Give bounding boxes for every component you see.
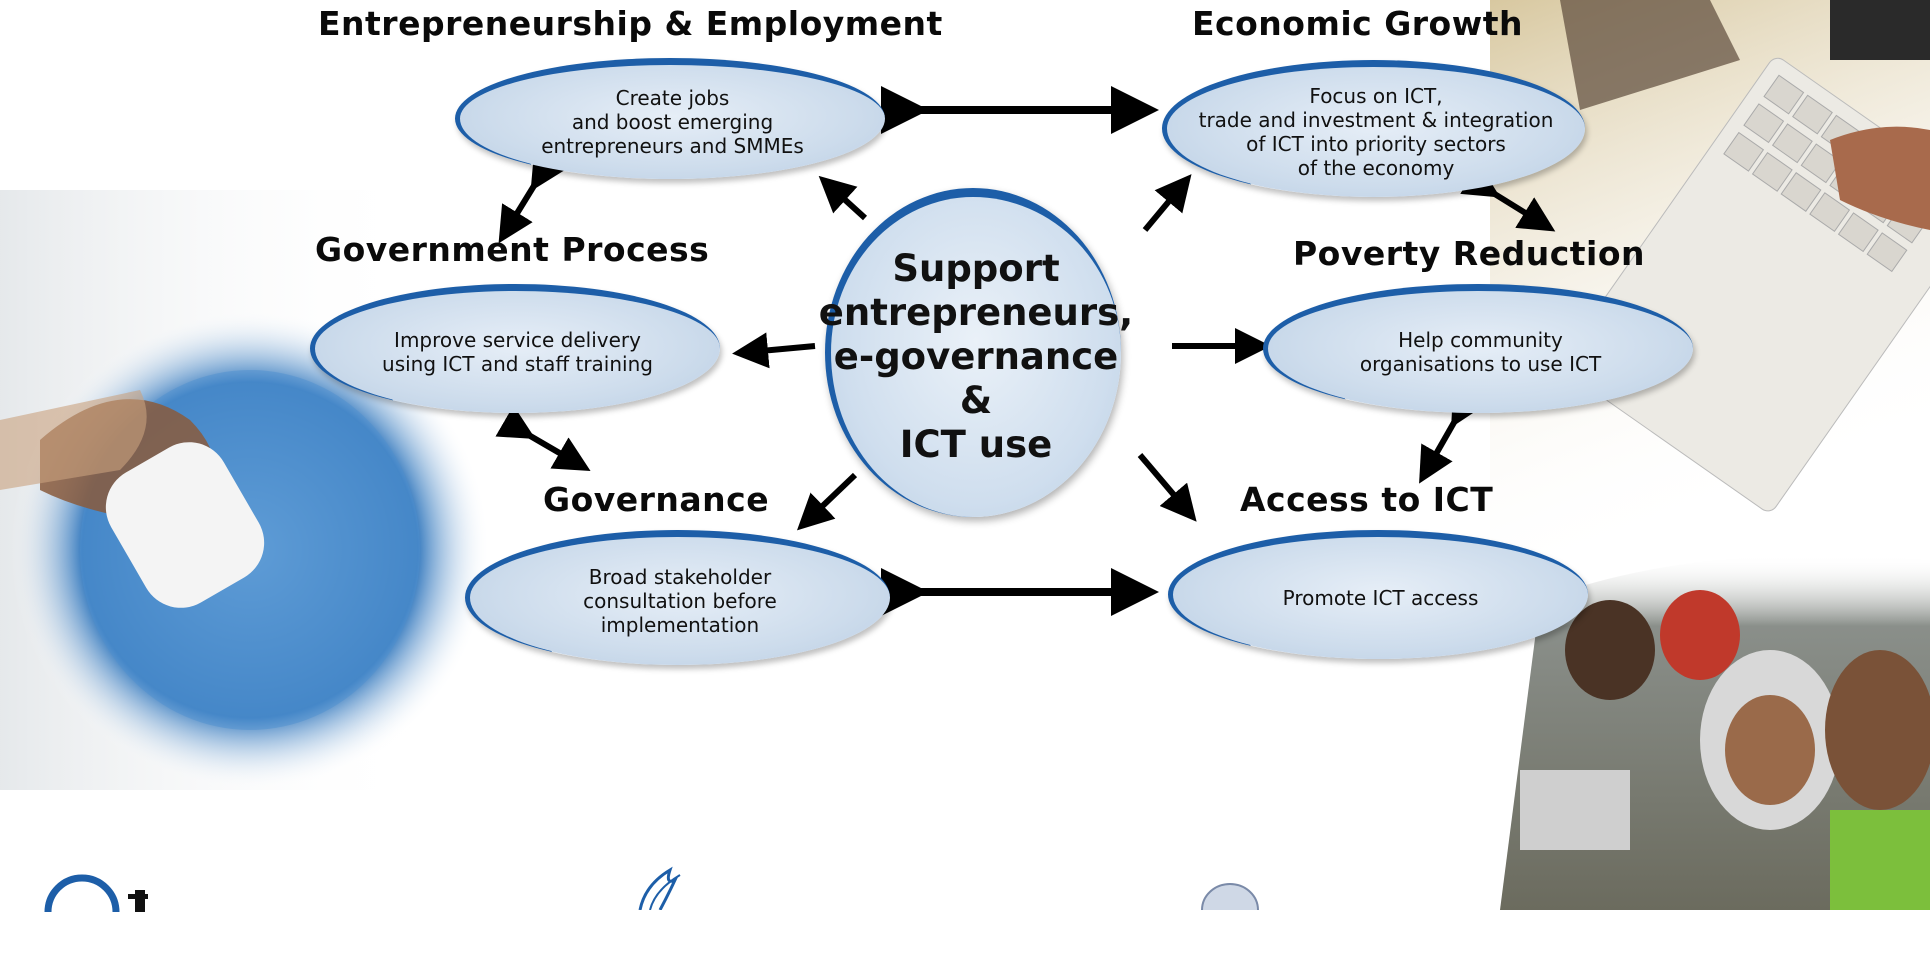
node-poverty-reduction: Help community organisations to use ICT (1263, 284, 1693, 413)
arrow-hub-entrepreneurship (818, 175, 868, 221)
node-economic-growth: Focus on ICT, trade and investment & int… (1162, 60, 1585, 197)
hub-text: Support entrepreneurs, e-governance & IC… (818, 247, 1134, 466)
heading-access-to-ict: Access to ICT (1240, 480, 1494, 519)
node-governance: Broad stakeholder consultation before im… (465, 530, 890, 665)
bird-logo (638, 866, 681, 910)
hub-circle: Support entrepreneurs, e-governance & IC… (819, 188, 1133, 517)
keyboard-typing-photo (1490, 0, 1930, 560)
node-entrepreneurship-text: Create jobs and boost emerging entrepren… (541, 86, 804, 158)
node-poverty-reduction-text: Help community organisations to use ICT (1359, 328, 1602, 376)
arrow-hub-governance (796, 472, 858, 531)
heading-government-process: Government Process (315, 230, 710, 269)
arrow-entrepreneurship-government (498, 151, 565, 244)
round-logo (44, 874, 148, 912)
arrow-hub-economic (1142, 174, 1192, 232)
node-access-to-ict: Promote ICT access (1168, 530, 1588, 659)
children-at-computer-photo (1500, 555, 1930, 910)
node-government-process: Improve service delivery using ICT and s… (310, 284, 720, 413)
node-entrepreneurship: Create jobs and boost emerging entrepren… (455, 58, 885, 179)
crest-logo (1201, 883, 1259, 910)
heading-governance: Governance (543, 480, 770, 519)
arrow-hub-access (1137, 453, 1197, 522)
node-governance-text: Broad stakeholder consultation before im… (583, 565, 777, 637)
arrow-economic-poverty (1460, 163, 1556, 232)
connector-arrows (495, 86, 1556, 616)
node-government-process-text: Improve service delivery using ICT and s… (382, 328, 653, 376)
arrow-poverty-access (1419, 387, 1485, 484)
arrow-government-governance (495, 405, 591, 472)
heading-economic-growth: Economic Growth (1192, 4, 1523, 43)
node-access-to-ict-text: Promote ICT access (1282, 586, 1479, 610)
arrow-hub-government (732, 332, 816, 369)
hand-on-mouse-photo (0, 190, 490, 790)
heading-entrepreneurship: Entrepreneurship & Employment (318, 4, 943, 43)
heading-poverty-reduction: Poverty Reduction (1293, 234, 1646, 273)
node-economic-growth-text: Focus on ICT, trade and investment & int… (1198, 84, 1554, 180)
